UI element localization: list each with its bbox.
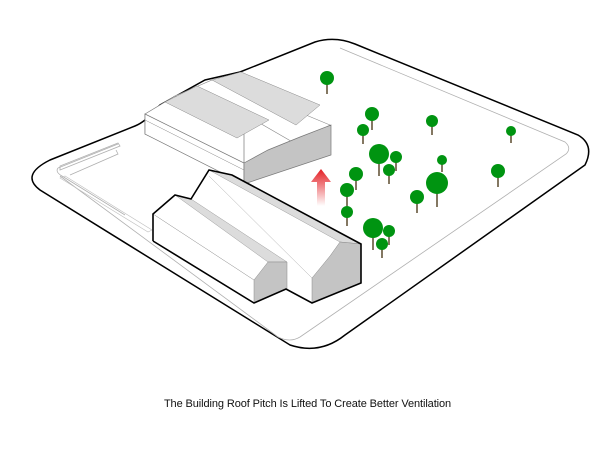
site-inner-line-left: [56, 143, 126, 216]
tree: [376, 238, 388, 258]
tree-canopy: [369, 144, 389, 164]
tree: [426, 115, 438, 135]
tree: [491, 164, 505, 187]
tree-canopy: [357, 124, 369, 136]
tree: [341, 206, 353, 226]
tree-canopy: [349, 167, 363, 181]
tree: [437, 155, 447, 172]
tree: [383, 164, 395, 184]
tree-canopy: [426, 172, 448, 194]
tree: [365, 107, 379, 130]
diagram-caption: The Building Roof Pitch Is Lifted To Cre…: [163, 398, 452, 410]
tree-canopy: [383, 225, 395, 237]
tree-canopy: [383, 164, 395, 176]
tree-canopy: [340, 183, 354, 197]
tree-canopy: [341, 206, 353, 218]
tree-canopy: [426, 115, 438, 127]
parking-outline: [59, 175, 153, 233]
tree-canopy: [506, 126, 516, 136]
tree: [410, 190, 424, 213]
tree: [506, 126, 516, 143]
tree: [349, 167, 363, 190]
tree: [340, 183, 354, 206]
tree: [369, 144, 389, 176]
tree-canopy: [365, 107, 379, 121]
tree: [320, 71, 334, 94]
tree-canopy: [320, 71, 334, 85]
lifted-roof-building: [152, 169, 362, 304]
tree-canopy: [437, 155, 447, 165]
tree: [357, 124, 369, 144]
tree: [426, 172, 448, 207]
tree-canopy: [363, 218, 383, 238]
tree-canopy: [491, 164, 505, 178]
tree: [383, 225, 395, 245]
tree-canopy: [376, 238, 388, 250]
tree-canopy: [390, 151, 402, 163]
tree: [363, 218, 383, 250]
tree-canopy: [410, 190, 424, 204]
ventilation-arrow: [311, 169, 331, 206]
tree: [390, 151, 402, 171]
trees: [320, 71, 516, 258]
existing-building: [144, 71, 332, 185]
